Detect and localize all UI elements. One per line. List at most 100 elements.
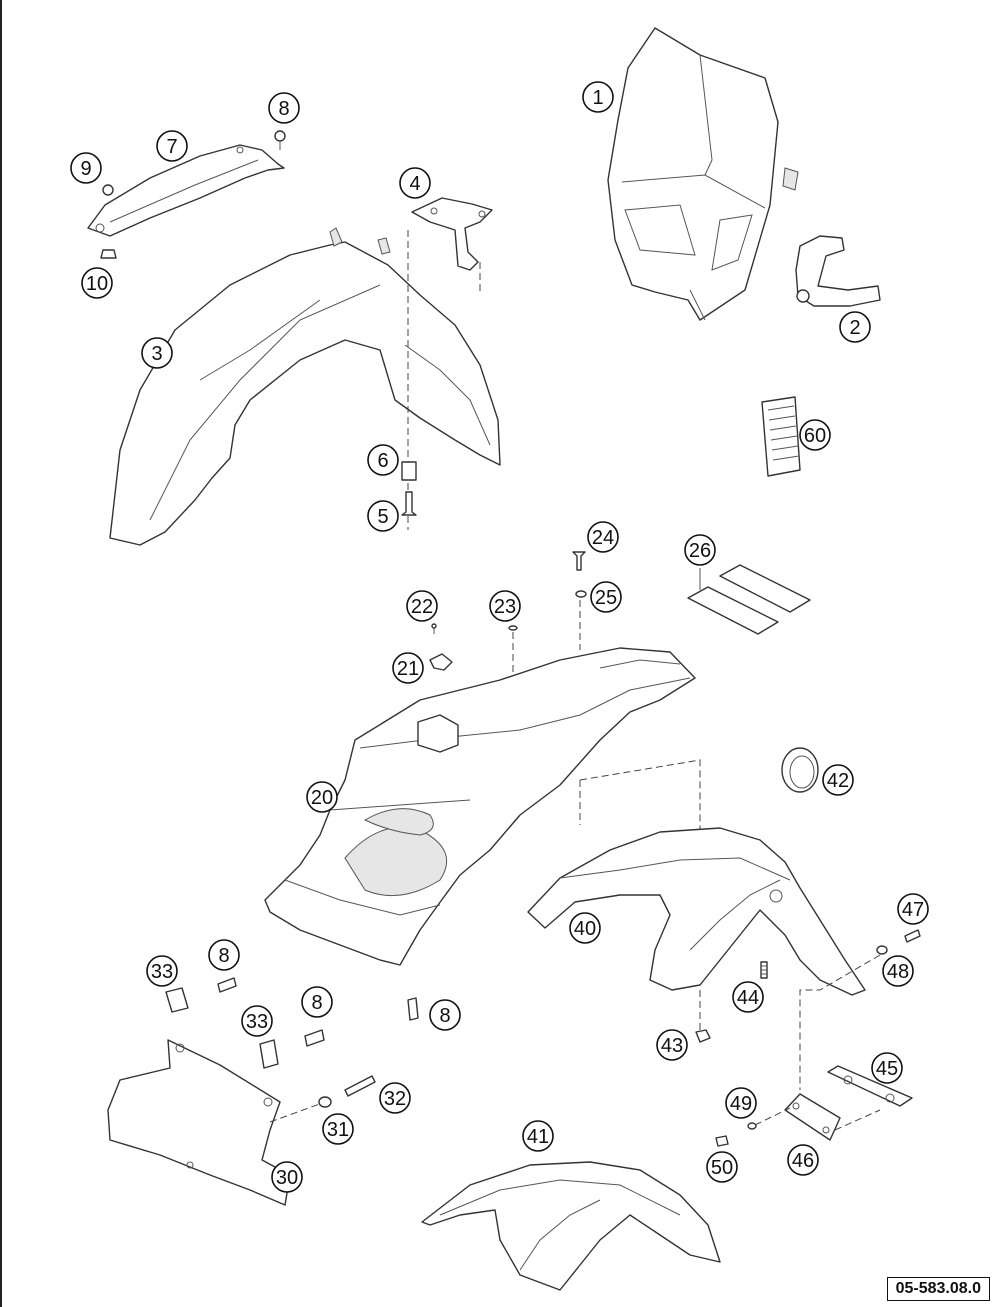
callout-number: 4 — [409, 173, 420, 195]
callout-number: 32 — [384, 1088, 406, 1110]
callout-9: 9 — [70, 152, 102, 184]
callout-33: 33 — [241, 1005, 273, 1037]
velcro-strips — [687, 564, 811, 635]
screw-8-left — [217, 977, 237, 993]
nut-50 — [715, 1135, 729, 1147]
screw-8-mid — [304, 1029, 325, 1047]
callout-45: 45 — [871, 1052, 903, 1084]
callout-3: 3 — [141, 337, 173, 369]
callout-number: 21 — [397, 658, 419, 680]
callout-42: 42 — [822, 764, 854, 796]
page-border-left — [0, 0, 2, 1307]
callout-circle — [146, 955, 178, 987]
callout-number: 8 — [218, 945, 229, 967]
callout-number: 20 — [311, 787, 333, 809]
callout-number: 8 — [311, 992, 322, 1014]
callout-circle — [268, 92, 300, 124]
callout-circle — [706, 1151, 738, 1183]
callout-48: 48 — [882, 955, 914, 987]
callout-26: 26 — [684, 534, 716, 566]
screw-32 — [344, 1075, 376, 1097]
callout-number: 44 — [737, 987, 759, 1009]
callout-circle — [569, 912, 601, 944]
callout-circle — [367, 500, 399, 532]
callout-50: 50 — [706, 1151, 738, 1183]
callout-number: 45 — [876, 1058, 898, 1080]
callout-circle — [590, 581, 622, 613]
callout-circle — [379, 1082, 411, 1114]
rear-fender-lower — [421, 1161, 721, 1291]
clip-21 — [429, 653, 453, 671]
callout-43: 43 — [656, 1029, 688, 1061]
fender-bracket — [411, 197, 493, 271]
callout-circle — [522, 1120, 554, 1152]
callout-32: 32 — [379, 1082, 411, 1114]
callout-number: 22 — [411, 596, 433, 618]
nut-43 — [695, 1029, 711, 1043]
callout-circle — [70, 152, 102, 184]
callout-20: 20 — [306, 781, 338, 813]
callout-22: 22 — [406, 590, 438, 622]
washer-48 — [876, 945, 888, 955]
screw-24 — [572, 551, 586, 571]
callout-44: 44 — [732, 981, 764, 1013]
callout-23: 23 — [489, 590, 521, 622]
clip-33a — [165, 987, 189, 1013]
callout-circle — [822, 764, 854, 796]
callout-number: 24 — [592, 527, 614, 549]
callout-8: 8 — [429, 999, 461, 1031]
callout-number: 42 — [827, 770, 849, 792]
callout-number: 47 — [902, 899, 924, 921]
callout-circle — [399, 167, 431, 199]
screw-47 — [904, 929, 921, 943]
callout-49: 49 — [725, 1087, 757, 1119]
callout-circle — [367, 444, 399, 476]
callout-circle — [392, 652, 424, 684]
callout-circle — [656, 1029, 688, 1061]
callout-circle — [301, 986, 333, 1018]
callout-number: 1 — [592, 87, 603, 109]
callout-40: 40 — [569, 912, 601, 944]
callout-number: 25 — [595, 587, 617, 609]
callout-60: 60 — [799, 419, 831, 451]
callout-number: 48 — [887, 961, 909, 983]
callout-circle — [81, 267, 113, 299]
callout-46: 46 — [787, 1144, 819, 1176]
callout-circle — [732, 981, 764, 1013]
reflector-plate-45 — [827, 1065, 913, 1107]
nut-10 — [100, 249, 117, 259]
callout-number: 9 — [80, 158, 91, 180]
callout-number: 60 — [804, 425, 826, 447]
callout-circle — [406, 590, 438, 622]
callout-number: 7 — [166, 136, 177, 158]
callout-number: 6 — [377, 450, 388, 472]
callout-number: 26 — [689, 540, 711, 562]
callout-circle — [871, 1052, 903, 1084]
callout-circle — [429, 999, 461, 1031]
callout-6: 6 — [367, 444, 399, 476]
callout-2: 2 — [839, 311, 871, 343]
callout-25: 25 — [590, 581, 622, 613]
screw-23 — [508, 625, 518, 631]
callout-circle — [582, 81, 614, 113]
number-plate-holder — [87, 144, 285, 237]
callout-circle — [684, 534, 716, 566]
front-fender — [109, 227, 501, 546]
callout-30: 30 — [271, 1161, 303, 1193]
rear-subframe — [264, 647, 696, 966]
callout-5: 5 — [367, 500, 399, 532]
callout-8: 8 — [301, 986, 333, 1018]
washer-49 — [747, 1122, 757, 1130]
callout-number: 33 — [246, 1011, 268, 1033]
reflector — [761, 396, 801, 477]
bracket-46 — [784, 1093, 841, 1141]
fender-screw — [401, 491, 417, 516]
callout-circle — [587, 521, 619, 553]
callout-number: 8 — [278, 98, 289, 120]
callout-number: 40 — [574, 918, 596, 940]
callout-circle — [306, 781, 338, 813]
callout-21: 21 — [392, 652, 424, 684]
screw-8-subframe — [407, 997, 419, 1021]
callout-1: 1 — [582, 81, 614, 113]
callout-circle — [839, 311, 871, 343]
